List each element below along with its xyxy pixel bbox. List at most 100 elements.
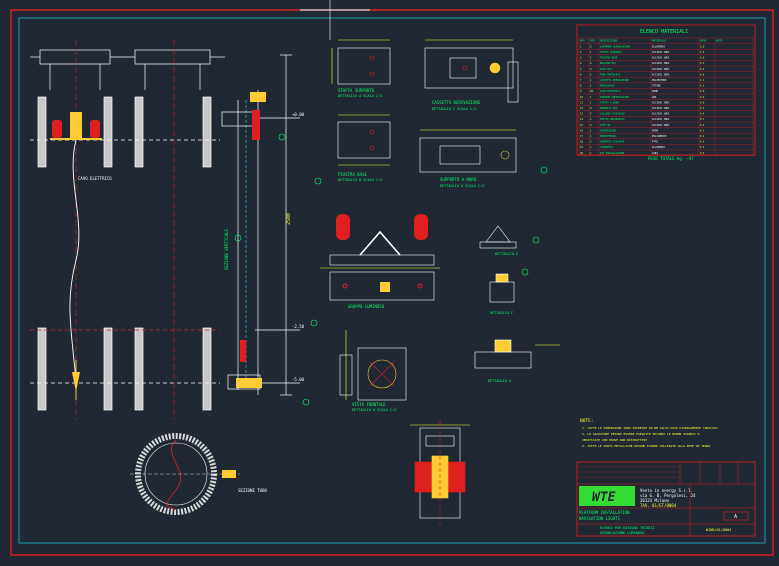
- notes-block: NOTE: 1. TUTTE LE DIMENSIONI SONO ESPRES…: [580, 418, 718, 448]
- junction-b-title: SUPPORTO A MURO: [440, 177, 477, 182]
- bom-cell: 20: [590, 90, 593, 93]
- callouts-mast: [234, 133, 322, 406]
- bom-cell: 6: [580, 73, 582, 76]
- bom-cell: BULLONE M12: [600, 62, 616, 65]
- bom-cell: 0.1: [700, 124, 705, 127]
- bom-cell: 0.1: [700, 146, 705, 149]
- company-line-2: via G. B. Pergolesi, 24: [640, 493, 696, 498]
- detail-junction-b: [419, 129, 548, 174]
- company-line-3: 20124 Milano: [640, 498, 669, 503]
- bom-cell: 4.0: [700, 90, 705, 93]
- bom-cell: POLIAMMIDE: [652, 135, 667, 138]
- bom-cell: 16: [580, 129, 583, 132]
- notes-title: NOTE:: [580, 418, 594, 424]
- clamp-detail-title: DETTAGLIO E: [495, 252, 518, 256]
- bom-cell: ACCIAIO INOX: [652, 51, 670, 54]
- company-line-1: Vento in energy S.r.l.: [640, 488, 693, 493]
- lantern-detail-title: GRUPPO LUMINOSO: [348, 304, 385, 309]
- bom-cell: CASSETTA DERIVAZIONE: [600, 79, 629, 82]
- bom-cell: 12: [580, 107, 583, 110]
- bom-cell: 0.5: [700, 152, 705, 155]
- bom-cell: PIASTRA BASE: [600, 57, 618, 60]
- bom-cell: 4: [590, 124, 592, 127]
- cable-route-label: CAVO ELETTRICO: [78, 176, 112, 181]
- project-line: TAV. 01/ET/0004: [640, 503, 677, 508]
- bom-cell: 0.1: [700, 107, 705, 110]
- detail-bolt: [489, 268, 529, 303]
- bracket-b-title: PIASTRA BASE: [338, 172, 367, 177]
- bom-cell: 0.6: [700, 73, 705, 76]
- pipe-ring-section: [130, 433, 240, 515]
- bom-cell: 5: [580, 68, 582, 71]
- detail-junction-a: [424, 39, 519, 103]
- bom-cell: PTFE: [652, 141, 658, 144]
- bom-cell: EPDM: [652, 129, 658, 132]
- revision: A: [734, 514, 737, 520]
- ring-label: SEZIONE TUBO: [238, 488, 267, 493]
- bom-cell: 20: [580, 152, 583, 155]
- outer-frame: [10, 9, 774, 556]
- company-logo: [579, 486, 635, 506]
- bom-cell: MORSETTIERA: [600, 135, 616, 138]
- bom-cell: ACCIAIO INOX: [652, 124, 670, 127]
- bom-cell: LANTERNA SEGNALAZIONE: [600, 45, 631, 48]
- junction-b-scale: DETTAGLIO D SCALA 1:5: [440, 184, 484, 188]
- bom-cell: 1: [590, 152, 592, 155]
- drawing-title-2: NAVIGATION LIGHTS: [579, 516, 621, 521]
- bom-cell: 1: [590, 96, 592, 99]
- mast-lamp-top: [250, 92, 266, 140]
- bom-cell: 1: [590, 57, 592, 60]
- bom-cell: 8: [590, 107, 592, 110]
- bom-cell: 4: [580, 62, 582, 65]
- junction-a-scale: DETTAGLIO C SCALA 1:5: [432, 107, 476, 111]
- bom-cell: 1: [590, 146, 592, 149]
- bom-cell: ACCIAIO INOX: [652, 62, 670, 65]
- bom-cell: 0.8: [700, 57, 705, 60]
- lantern-pair-upper: [50, 112, 102, 140]
- bom-header-cell: NOTE: [716, 39, 723, 43]
- bom-cell: PRESSACAVO: [600, 85, 615, 88]
- bom-cell: GUARNIZIONE: [600, 129, 616, 132]
- bom-cell: 14: [580, 118, 583, 121]
- junction-a-title: CASSETTA DERIVAZIONE: [432, 100, 481, 105]
- bom-cell: DADO M12: [600, 68, 612, 71]
- bom-cell: 10: [580, 96, 583, 99]
- detail-clamp: [479, 225, 540, 249]
- bom-cell: ACCIAIO INOX: [652, 107, 670, 110]
- bom-cell: 1: [590, 79, 592, 82]
- bom-cell: ABS: [652, 96, 657, 99]
- bom-cell: 13: [580, 113, 583, 116]
- bom-cell: STAFFA A MURO: [600, 101, 619, 104]
- height-dimension: 2500: [286, 213, 292, 225]
- flange-detail-title: DETTAGLIO G: [488, 379, 511, 383]
- note-line-1: 1. TUTTE LE DIMENSIONI SONO ESPRESSE IN …: [582, 426, 718, 430]
- platform-elevation: [30, 40, 225, 420]
- junction-box-view: [339, 330, 407, 401]
- drawing-title-1: PLATFORM INSTALLATION: [579, 510, 630, 515]
- bom-cell: RONDELLA M12: [600, 107, 618, 110]
- bom-header-cell: QTA: [590, 39, 595, 43]
- bom-cell: 2: [580, 51, 582, 54]
- bom-cell: 1: [580, 45, 582, 48]
- bom-cell: 11: [580, 101, 583, 104]
- bom-cell: 15: [580, 124, 583, 127]
- bom-cell: SENSORE CREPUSCOLARE: [600, 96, 629, 99]
- bom-cell: 1: [590, 85, 592, 88]
- bom-header-cell: POS: [580, 39, 585, 43]
- bom-cell: ACCIAIO INOX: [652, 73, 670, 76]
- bom-cell: 2.0: [700, 45, 705, 48]
- detail-bracket-a: [331, 39, 391, 85]
- vertical-section-label: SEZIONE VERTICALE: [224, 228, 229, 270]
- bom-cell: TARGHETTA: [600, 146, 614, 149]
- bom-cell: 0.1: [700, 62, 705, 65]
- note-line-3: VERIFICATE CON PROVE NON DISTRUTTIVE: [582, 438, 647, 442]
- subtitle-2: SEGNALAZIONE LUMINOSA: [600, 531, 645, 535]
- subtitle-1: ELENCO PER DISEGNI TECNICI: [600, 526, 655, 530]
- detail-bracket-b: [337, 114, 391, 166]
- lamp-assembly: [320, 214, 440, 301]
- bom-header-cell: DESCRIZIONE: [600, 39, 618, 43]
- title-block: WTE Vento in energy S.r.l. via G. B. Per…: [576, 461, 756, 537]
- bom-cell: 4: [590, 62, 592, 65]
- inner-frame: [18, 17, 766, 544]
